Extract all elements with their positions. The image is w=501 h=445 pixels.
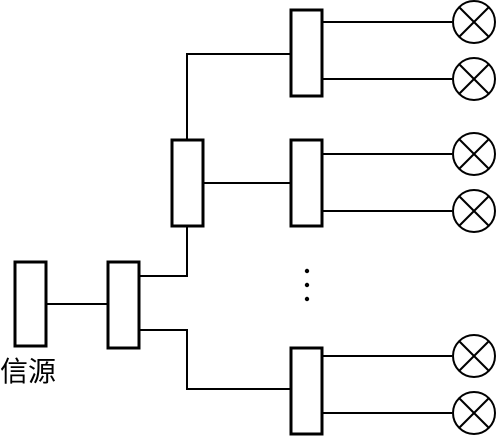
lamp-icon: [452, 0, 496, 44]
lamps: [452, 0, 496, 435]
wire-splitter-to-upper-tap: [139, 226, 188, 277]
source-label: 信源: [0, 355, 57, 388]
lamp-icon: [452, 132, 496, 176]
lamp-icon: [452, 57, 496, 101]
splitter-box: [106, 260, 141, 350]
source-box: [13, 260, 48, 348]
middle-tap-box: [289, 138, 324, 228]
devices: [13, 8, 324, 436]
wire-splitter-to-bottom-tap: [139, 329, 291, 390]
wire-upper-tap-to-top-tap: [186, 53, 291, 140]
wires: [47, 21, 452, 414]
lamp-icon: [452, 391, 496, 435]
vertical-ellipsis: [304, 268, 310, 302]
lamp-icon: [452, 189, 496, 233]
top-tap-box: [289, 8, 324, 98]
upper-tap-box: [170, 138, 205, 228]
bottom-tap-box: [289, 346, 324, 436]
lamp-icon: [452, 334, 496, 378]
